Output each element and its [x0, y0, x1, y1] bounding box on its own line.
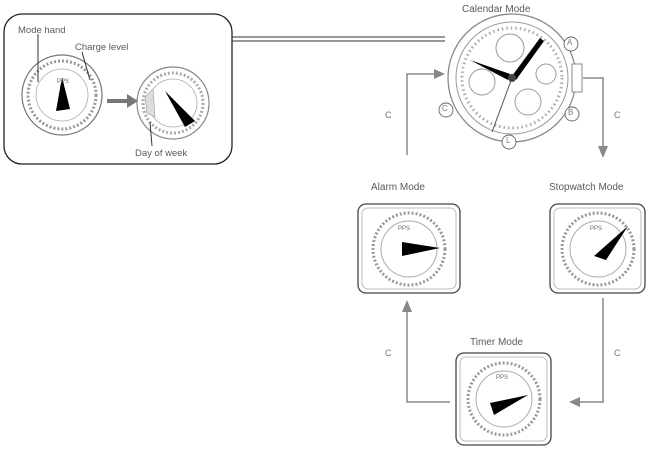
svg-text:PPS: PPS — [57, 79, 69, 85]
mode-hand-label: Mode hand — [18, 25, 66, 36]
callout-connector — [232, 36, 445, 42]
cycle-arrowheads — [402, 69, 608, 407]
svg-text:PPS: PPS — [398, 226, 410, 232]
button-l-label: L — [506, 136, 511, 145]
charge-level-label: Charge level — [75, 42, 129, 53]
transition-c-alarm-calendar: C — [385, 110, 392, 120]
transition-c-calendar-stopwatch: C — [614, 110, 621, 120]
timer-mode-title: Timer Mode — [470, 337, 523, 348]
callout-dial-left: PPS — [21, 54, 103, 136]
alarm-mode-title: Alarm Mode — [371, 182, 425, 193]
transition-c-timer-alarm: C — [385, 348, 392, 358]
day-of-week-label: Day of week — [135, 148, 188, 159]
callout-dial-right — [136, 66, 210, 140]
stopwatch-mode-title: Stopwatch Mode — [549, 182, 624, 193]
calendar-watch — [447, 13, 583, 143]
alarm-dial: PPS — [357, 203, 461, 294]
calendar-mode-title: Calendar Mode — [462, 4, 531, 15]
button-c-label: C — [442, 104, 448, 113]
callout-arrow — [107, 94, 138, 108]
timer-dial: PPS — [455, 352, 552, 446]
button-markers — [438, 36, 580, 150]
stopwatch-dial: PPS — [549, 203, 646, 294]
transition-c-stopwatch-timer: C — [614, 348, 621, 358]
callout-box — [3, 13, 233, 165]
button-b-label: B — [568, 108, 574, 117]
svg-text:PPS: PPS — [496, 375, 508, 381]
cycle-arrows — [406, 73, 604, 403]
button-a-label: A — [567, 38, 573, 47]
svg-text:PPS: PPS — [590, 226, 602, 232]
